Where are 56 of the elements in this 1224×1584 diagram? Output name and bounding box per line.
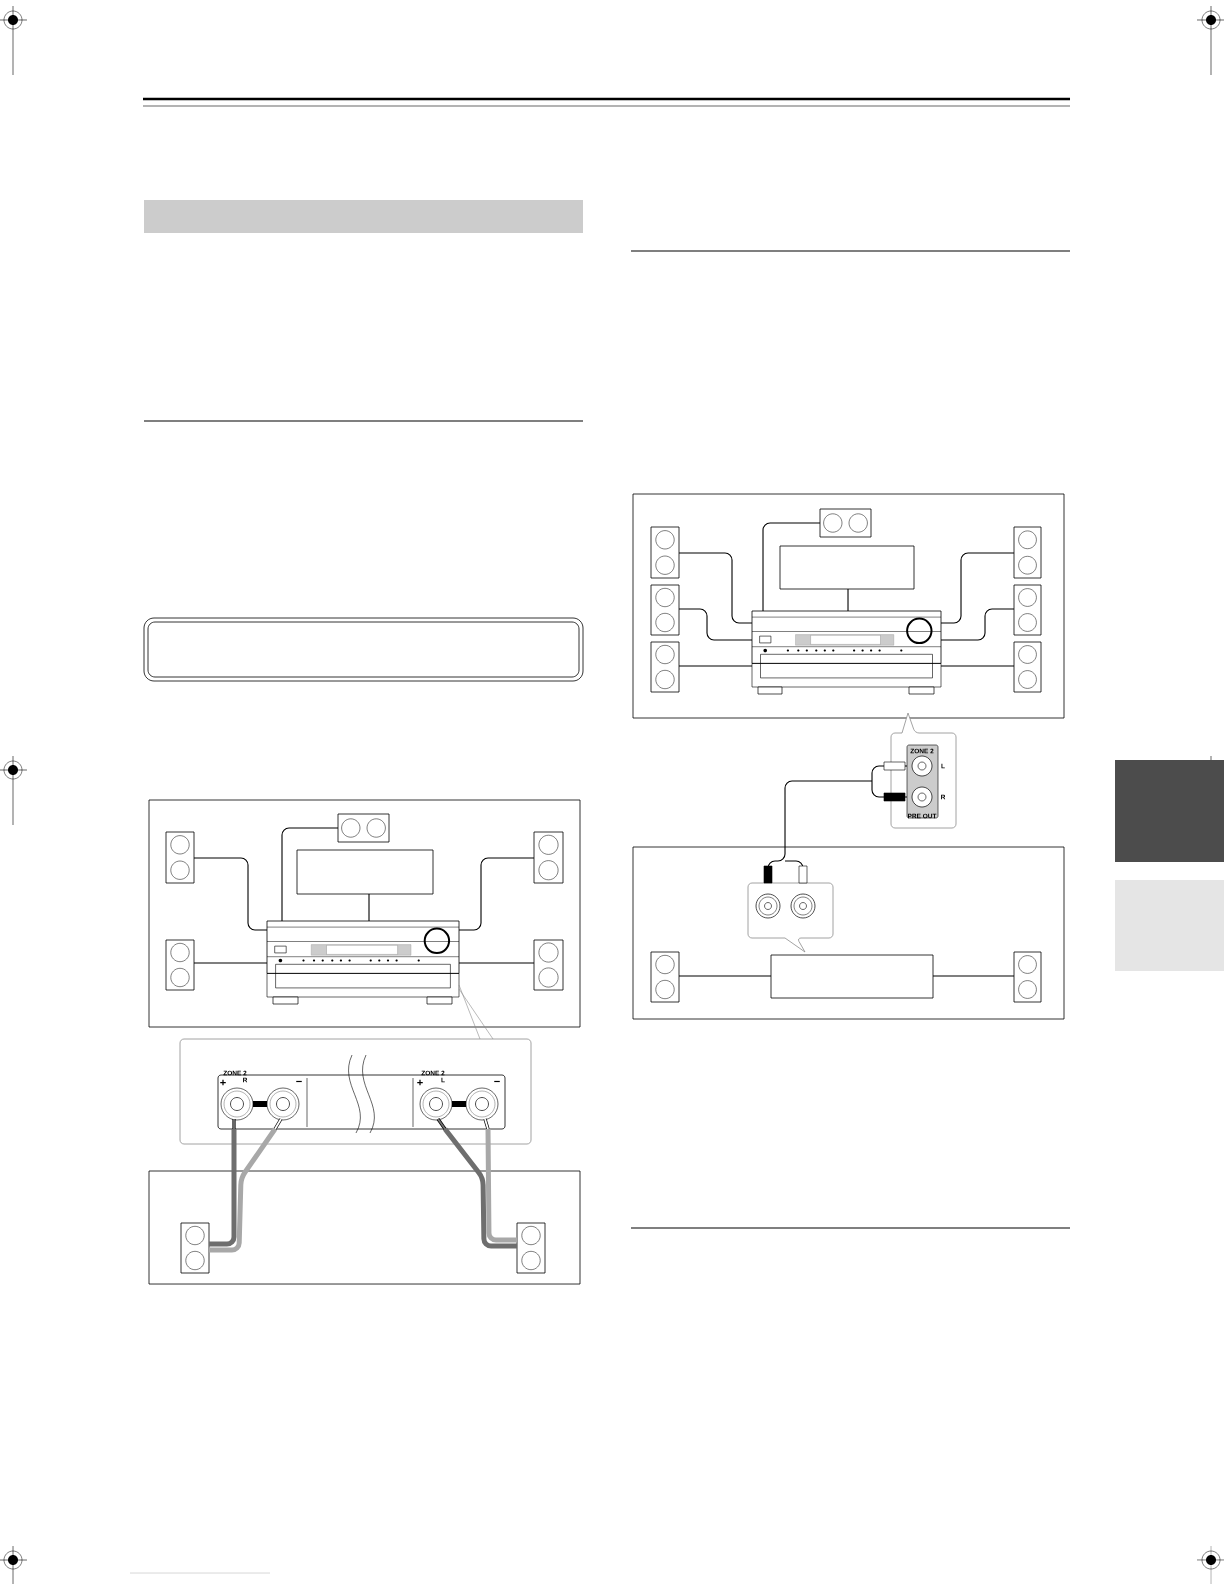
frame: [632, 493, 1065, 719]
shaded-band: [144, 200, 583, 233]
blank-box: [770, 954, 934, 999]
callout-line: [458, 984, 494, 1040]
speaker-drawing: [1013, 951, 1042, 1003]
frame: [632, 846, 1065, 1020]
cable: [368, 893, 370, 922]
cable: [193, 962, 268, 964]
cable: [678, 608, 753, 641]
cable: [678, 552, 753, 624]
speaker-drawing: [650, 584, 680, 636]
jack-panel-drawing: [906, 744, 939, 819]
blank-box: [296, 849, 434, 895]
speaker-drawing: [1013, 584, 1042, 636]
speaker-drawing: [533, 939, 564, 991]
speaker-wire: [209, 1127, 278, 1253]
speaker-drawing: [516, 1222, 546, 1274]
speaker-drawing: [165, 939, 195, 991]
cable: [678, 665, 753, 667]
cable: [940, 665, 1015, 667]
terminal-label: +: [220, 1079, 226, 1086]
rca-cable: [763, 761, 908, 884]
callout-bubble: [747, 882, 834, 953]
speaker-drawing: [1013, 641, 1042, 693]
terminal-label: −: [494, 1080, 500, 1083]
speaker-drawing: [819, 508, 872, 538]
speaker-drawing: [337, 813, 390, 843]
speaker-drawing: [1013, 526, 1042, 579]
cable: [193, 857, 268, 931]
speaker-drawing: [533, 831, 564, 884]
cable: [847, 588, 849, 612]
cable: [940, 608, 1015, 641]
cable: [458, 857, 535, 931]
speaker-drawing: [165, 831, 195, 884]
cable: [762, 522, 821, 612]
receiver-drawing: [266, 920, 460, 1005]
terminal-label: −: [296, 1080, 302, 1083]
speaker-wire: [209, 1129, 237, 1247]
speaker-drawing: [650, 526, 680, 579]
cable: [281, 827, 339, 922]
frame: [148, 799, 581, 1028]
blank-box: [779, 545, 915, 590]
rounded-frame: [143, 617, 584, 682]
terminal-panel-drawing: [217, 1074, 506, 1130]
frame: [148, 1170, 581, 1285]
speaker-drawing: [650, 951, 680, 1003]
cable: [932, 975, 1015, 977]
receiver-drawing: [751, 610, 942, 695]
speaker-wire: [443, 1127, 517, 1249]
cable: [940, 552, 1015, 624]
cable: [678, 975, 772, 977]
speaker-drawing: [650, 641, 680, 693]
speaker-wire: [485, 1129, 517, 1243]
speaker-drawing: [180, 1222, 210, 1274]
cable: [458, 962, 535, 964]
terminal-label: +: [417, 1079, 423, 1086]
